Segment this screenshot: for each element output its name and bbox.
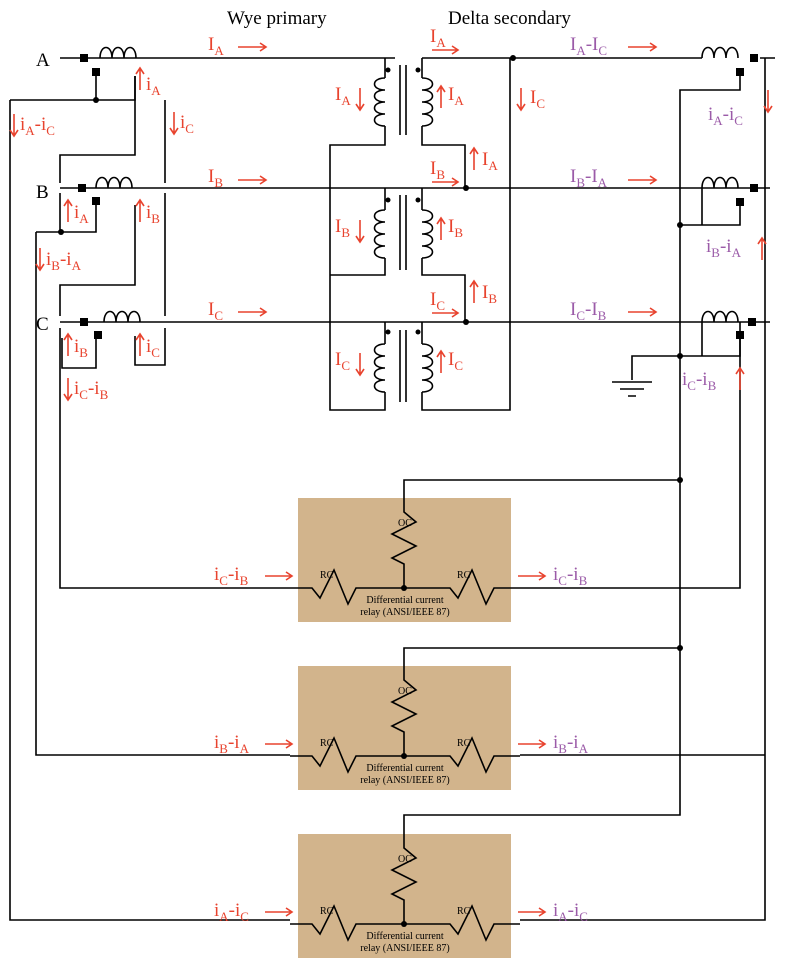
svg-text:relay (ANSI/IEEE 87): relay (ANSI/IEEE 87)	[360, 607, 449, 618]
svg-text:RC: RC	[457, 570, 471, 581]
ground-icon	[612, 381, 652, 397]
svg-text:IC: IC	[448, 349, 463, 373]
svg-text:Differential current: Differential current	[366, 763, 443, 774]
svg-text:RC: RC	[457, 738, 471, 749]
svg-text:iB-iA: iB-iA	[46, 249, 82, 273]
svg-text:IB: IB	[430, 158, 445, 182]
primary-line-arrows	[238, 42, 268, 317]
relay-output-label: iB-iA	[553, 732, 589, 756]
phase-lines	[60, 57, 775, 323]
transformer-a	[329, 58, 466, 275]
secondary-line-current-b: IB-IA	[570, 166, 658, 190]
svg-text:iC: iC	[146, 336, 160, 360]
svg-text:RC: RC	[320, 906, 334, 917]
primary-ct-a	[80, 46, 137, 101]
svg-text:iC-iB: iC-iB	[74, 378, 109, 402]
secondary-return-wiring	[403, 479, 765, 835]
svg-text:Differential current: Differential current	[366, 931, 443, 942]
primary-ct-b	[78, 176, 133, 205]
svg-text:IB: IB	[335, 216, 350, 240]
secondary-ct-c	[520, 310, 756, 589]
svg-text:relay (ANSI/IEEE 87): relay (ANSI/IEEE 87)	[360, 775, 449, 786]
relay-output-label: iA-iC	[553, 900, 588, 924]
secondary-ct-labels: iA-iC iB-iA iC-iB	[682, 90, 773, 393]
svg-text:IA-IC: IA-IC	[570, 34, 607, 58]
svg-text:IC: IC	[430, 289, 445, 313]
relay-input-label: iA-iC	[214, 900, 249, 924]
primary-line-current-b: IB	[208, 166, 223, 190]
svg-text:iC: iC	[180, 112, 194, 136]
transformer-c	[329, 58, 511, 411]
svg-text:IC-IB: IC-IB	[570, 299, 607, 323]
delta-secondary-header: Delta secondary	[448, 8, 571, 29]
svg-text:RC: RC	[320, 570, 334, 581]
svg-text:OC: OC	[398, 686, 412, 697]
svg-text:IA: IA	[208, 34, 224, 58]
svg-text:OC: OC	[398, 854, 412, 865]
winding-labels: IA IB IC IA IA IB IB IC IC IA IB IC	[335, 26, 545, 377]
svg-text:IC: IC	[530, 87, 545, 111]
primary-ct-wiring	[9, 76, 290, 921]
primary-line-current-a: IA	[208, 34, 224, 58]
relay-input-label: iB-iA	[214, 732, 250, 756]
relay-input-label: iC-iB	[214, 564, 249, 588]
transformer-b	[330, 188, 466, 322]
svg-text:IC: IC	[335, 349, 350, 373]
primary-ct-c	[80, 310, 141, 339]
svg-text:RC: RC	[320, 738, 334, 749]
phase-label-a: A	[36, 50, 50, 71]
secondary-ct-b	[680, 176, 758, 226]
svg-text:IA: IA	[430, 26, 446, 50]
svg-text:IA: IA	[448, 84, 464, 108]
svg-text:IC: IC	[208, 299, 223, 323]
secondary-line-current-c: IC-IB	[570, 299, 658, 323]
svg-text:iC-iB: iC-iB	[682, 369, 717, 393]
svg-text:iB-iA: iB-iA	[706, 236, 742, 260]
svg-text:relay (ANSI/IEEE 87): relay (ANSI/IEEE 87)	[360, 943, 449, 954]
svg-text:iA-iC: iA-iC	[708, 104, 743, 128]
svg-text:iA: iA	[74, 202, 89, 226]
relay-output-label: iC-iB	[553, 564, 588, 588]
svg-text:IA: IA	[482, 149, 498, 173]
svg-text:IB: IB	[482, 282, 497, 306]
primary-diff-labels: iA-iC iB-iA iC-iB	[9, 114, 109, 402]
svg-text:iA-iC: iA-iC	[20, 114, 55, 138]
junction-dots	[58, 55, 683, 651]
svg-text:OC: OC	[398, 518, 412, 529]
secondary-ct-a	[520, 46, 766, 921]
svg-text:iB: iB	[146, 202, 160, 226]
svg-text:IA: IA	[335, 84, 351, 108]
svg-text:IB-IA: IB-IA	[570, 166, 608, 190]
primary-line-current-c: IC	[208, 299, 223, 323]
wye-primary-header: Wye primary	[227, 8, 327, 29]
svg-text:Differential current: Differential current	[366, 595, 443, 606]
phase-label-b: B	[36, 182, 49, 203]
svg-text:RC: RC	[457, 906, 471, 917]
svg-text:iB: iB	[74, 336, 88, 360]
primary-ct-labels: iA iC iA iB iB iC	[63, 66, 194, 360]
secondary-line-current-a: IA-IC	[570, 34, 658, 58]
svg-text:iA: iA	[146, 74, 161, 98]
svg-text:IB: IB	[448, 216, 463, 240]
phase-label-c: C	[36, 314, 49, 335]
svg-text:IB: IB	[208, 166, 223, 190]
